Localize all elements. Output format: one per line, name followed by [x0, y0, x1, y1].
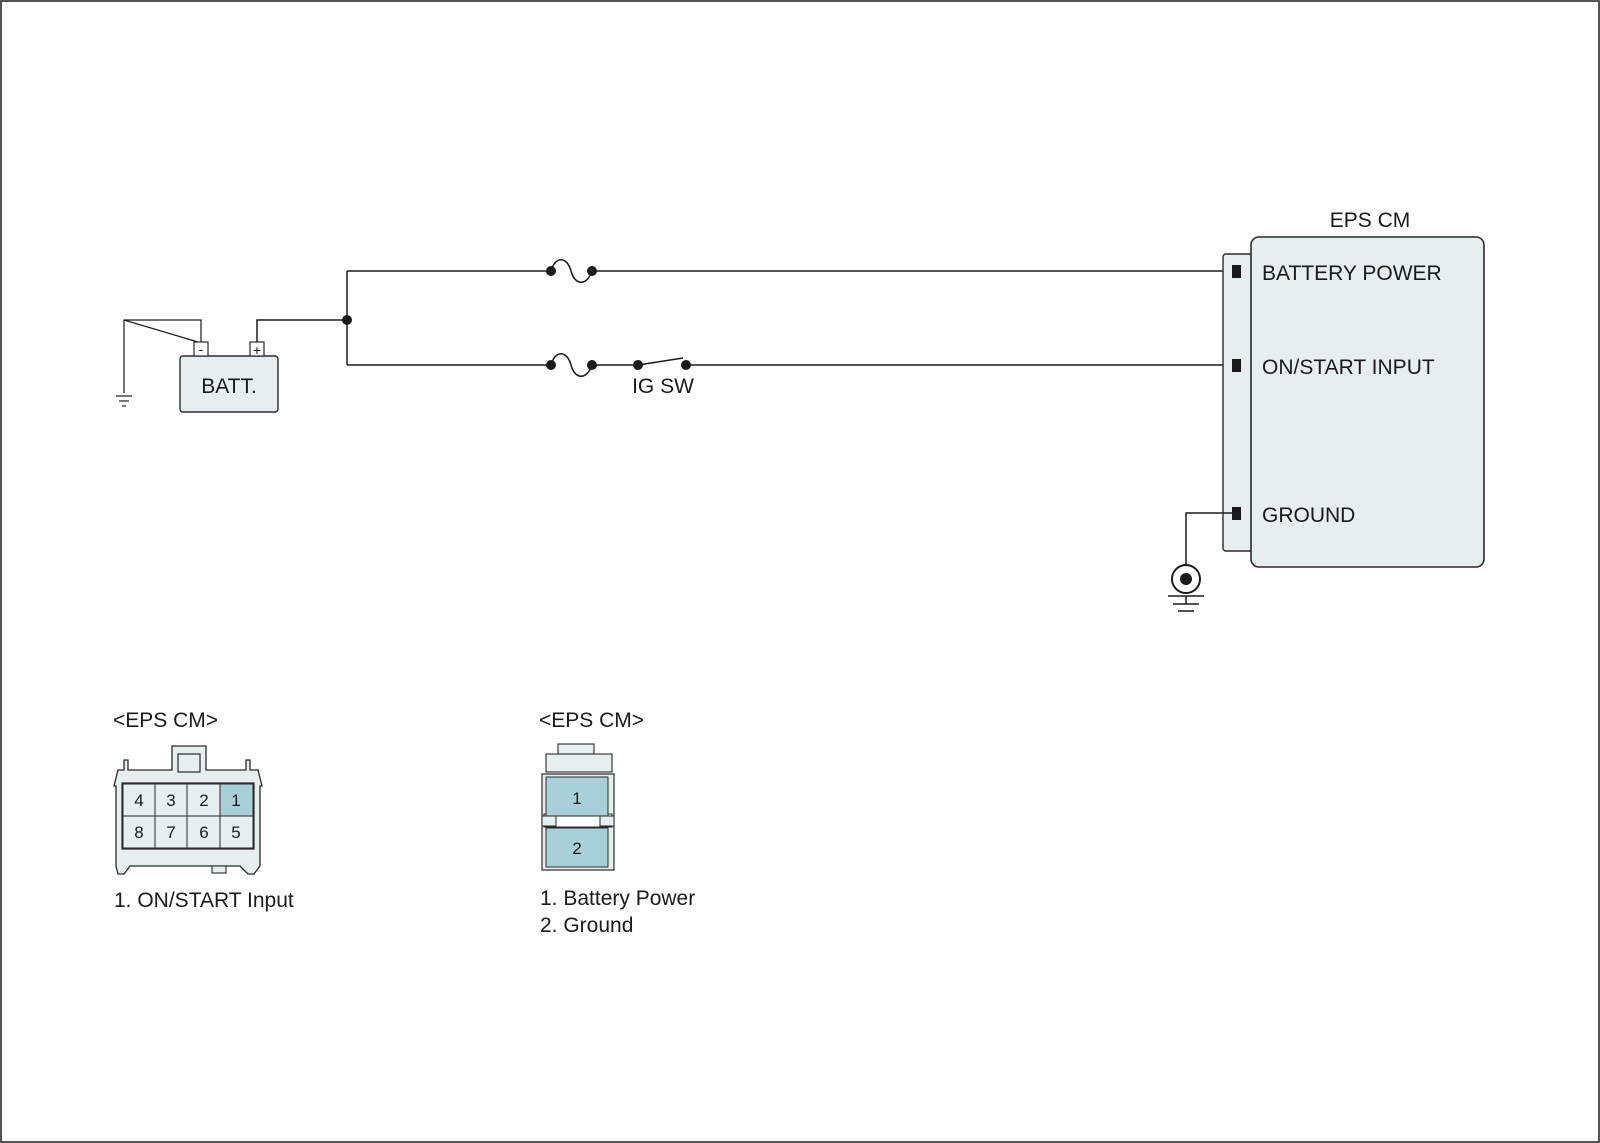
- connector-b-title: <EPS CM>: [539, 709, 644, 732]
- module-title: EPS CM: [1330, 209, 1411, 232]
- battery-body: [179, 355, 279, 413]
- chassis-ground-icon: [1168, 564, 1204, 612]
- battery-power-circuit: [347, 259, 1232, 283]
- connector-a-pin-label: 6: [199, 823, 208, 842]
- ground-wire: [1185, 512, 1232, 572]
- battery-positive-label: +: [253, 342, 261, 358]
- connector-a-pin-6: [186, 815, 221, 849]
- on-start-circuit: IG SW: [347, 353, 1232, 398]
- connector-a-pin-2: [186, 783, 221, 817]
- module-body: [1250, 236, 1485, 568]
- connector-b-legend-line: 2. Ground: [540, 914, 633, 937]
- fuse-1-icon: [550, 259, 593, 283]
- connector-a-pin-8: [122, 815, 156, 849]
- eps-cm-module: EPS CM BATTERY POWER ON/START INPUT GROU…: [1222, 209, 1485, 568]
- terminal-label-ground: GROUND: [1262, 504, 1355, 527]
- connector-a-pin-label: 5: [231, 823, 240, 842]
- connector-a-pin-label: 2: [199, 791, 208, 810]
- battery: - + BATT.: [179, 341, 279, 413]
- connector-a-legend-line: 1. ON/START Input: [114, 889, 294, 912]
- connector-a-pin-label: 4: [134, 791, 143, 810]
- terminal-label-on-start: ON/START INPUT: [1262, 356, 1435, 379]
- ig-switch-blade: [637, 357, 684, 366]
- connector-a-pin-label: 8: [134, 823, 143, 842]
- connector-a-pin-7: [154, 815, 188, 849]
- connector-b: <EPS CM> 1 2 1. Battery Power 2. Ground: [539, 709, 695, 937]
- connector-b-pin-2: [545, 827, 609, 868]
- connector-a-title: <EPS CM>: [113, 709, 218, 732]
- fuse-2-icon: [550, 353, 593, 377]
- connector-a-pin-label: 3: [166, 791, 175, 810]
- ig-switch-label: IG SW: [632, 375, 694, 398]
- connector-a: <EPS CM> 4 3 2 1 8 7 6 5 1. ON/START Inp…: [113, 709, 294, 912]
- connector-a-pin-label: 1: [231, 791, 240, 810]
- terminal-pin-battery-power: [1232, 265, 1241, 278]
- terminal-pin-ground: [1232, 507, 1241, 520]
- terminal-pin-on-start: [1232, 359, 1241, 372]
- connector-a-pin-5: [219, 815, 254, 849]
- connector-a-pin-4: [122, 783, 156, 817]
- battery-negative-wire: [124, 319, 202, 342]
- battery-label: BATT.: [201, 375, 257, 398]
- module-connector-strip: [1222, 253, 1254, 552]
- connector-b-pin-label: 2: [572, 839, 581, 858]
- connector-a-pin-3: [154, 783, 188, 817]
- battery-positive-wire: [256, 319, 347, 342]
- battery-negative-label: -: [199, 341, 204, 357]
- connector-a-pin-1: [219, 783, 254, 817]
- connector-b-pin-1: [545, 776, 609, 817]
- connector-b-legend-line: 1. Battery Power: [540, 887, 695, 910]
- connector-a-pin-label: 7: [166, 823, 175, 842]
- connector-b-pin-label: 1: [572, 789, 581, 808]
- terminal-label-battery-power: BATTERY POWER: [1262, 262, 1442, 285]
